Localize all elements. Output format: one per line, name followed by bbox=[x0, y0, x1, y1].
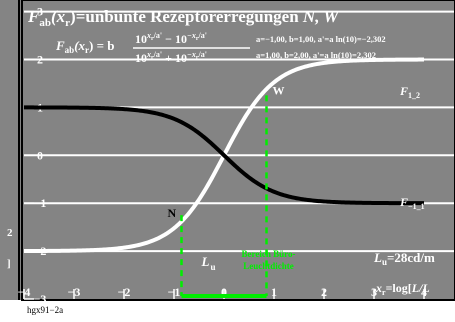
x-tick-label: −1 bbox=[168, 285, 181, 299]
y-tick-label: 3 bbox=[37, 5, 43, 19]
range-text-line-1: Bereich Büro- bbox=[242, 249, 296, 259]
chart-title: Fab(xr)=unbunte Rezeptorerregungen N, W bbox=[27, 7, 340, 29]
lu-label: L bbox=[201, 254, 210, 269]
x-tick-label: −3 bbox=[68, 285, 81, 299]
x-axis-label: xr=log[L/L bbox=[375, 281, 430, 297]
y-tick-label: −1 bbox=[34, 196, 47, 210]
x-tick-label: 0 bbox=[221, 285, 227, 299]
series-label-1: F1_2 bbox=[399, 84, 420, 100]
y-tick-label: −3 bbox=[34, 292, 47, 306]
left-margin-mark: 2 bbox=[7, 227, 13, 239]
x-tick-label: 4 bbox=[421, 285, 427, 299]
formula-numerator: 10xr/a' − 10−xr/a' bbox=[135, 31, 207, 46]
series-label-2: F−1_1 bbox=[399, 195, 425, 211]
y-tick-label: 0 bbox=[37, 148, 43, 162]
param-line-1: a=−1,00, b=1,00, a'=a ln(10)=−2,302 bbox=[256, 34, 386, 44]
x-tick-label: −4 bbox=[18, 285, 31, 299]
left-panel-border bbox=[18, 0, 20, 300]
x-tick-label: 3 bbox=[371, 285, 377, 299]
formula-denominator: 10xr/a' + 10−xr/a' bbox=[135, 50, 207, 65]
point-labels: NW bbox=[168, 83, 285, 296]
lu-value-label: Lu=28cd/m bbox=[373, 250, 435, 267]
figure-code: hgx91−2a bbox=[27, 305, 64, 315]
lu-label-sub: u bbox=[211, 262, 216, 272]
x-tick-label: −2 bbox=[118, 285, 131, 299]
left-margin-mark: ] bbox=[7, 258, 11, 270]
y-tick-label: 2 bbox=[37, 52, 43, 66]
series-line-2 bbox=[24, 105, 424, 206]
series-lines bbox=[24, 57, 424, 254]
formula-lhs: Fab(xr) = b bbox=[55, 38, 115, 55]
param-line-2: a=1,00, b=2,00, a'=a ln(10)=2,302 bbox=[256, 50, 376, 60]
x-tick-label: 2 bbox=[321, 285, 327, 299]
point-label: W bbox=[273, 83, 285, 97]
point-label: N bbox=[168, 206, 177, 220]
range-text-line-2: Leuchtdichte bbox=[243, 261, 294, 271]
x-tick-label: 1 bbox=[271, 285, 277, 299]
left-panel-strip bbox=[0, 0, 22, 300]
